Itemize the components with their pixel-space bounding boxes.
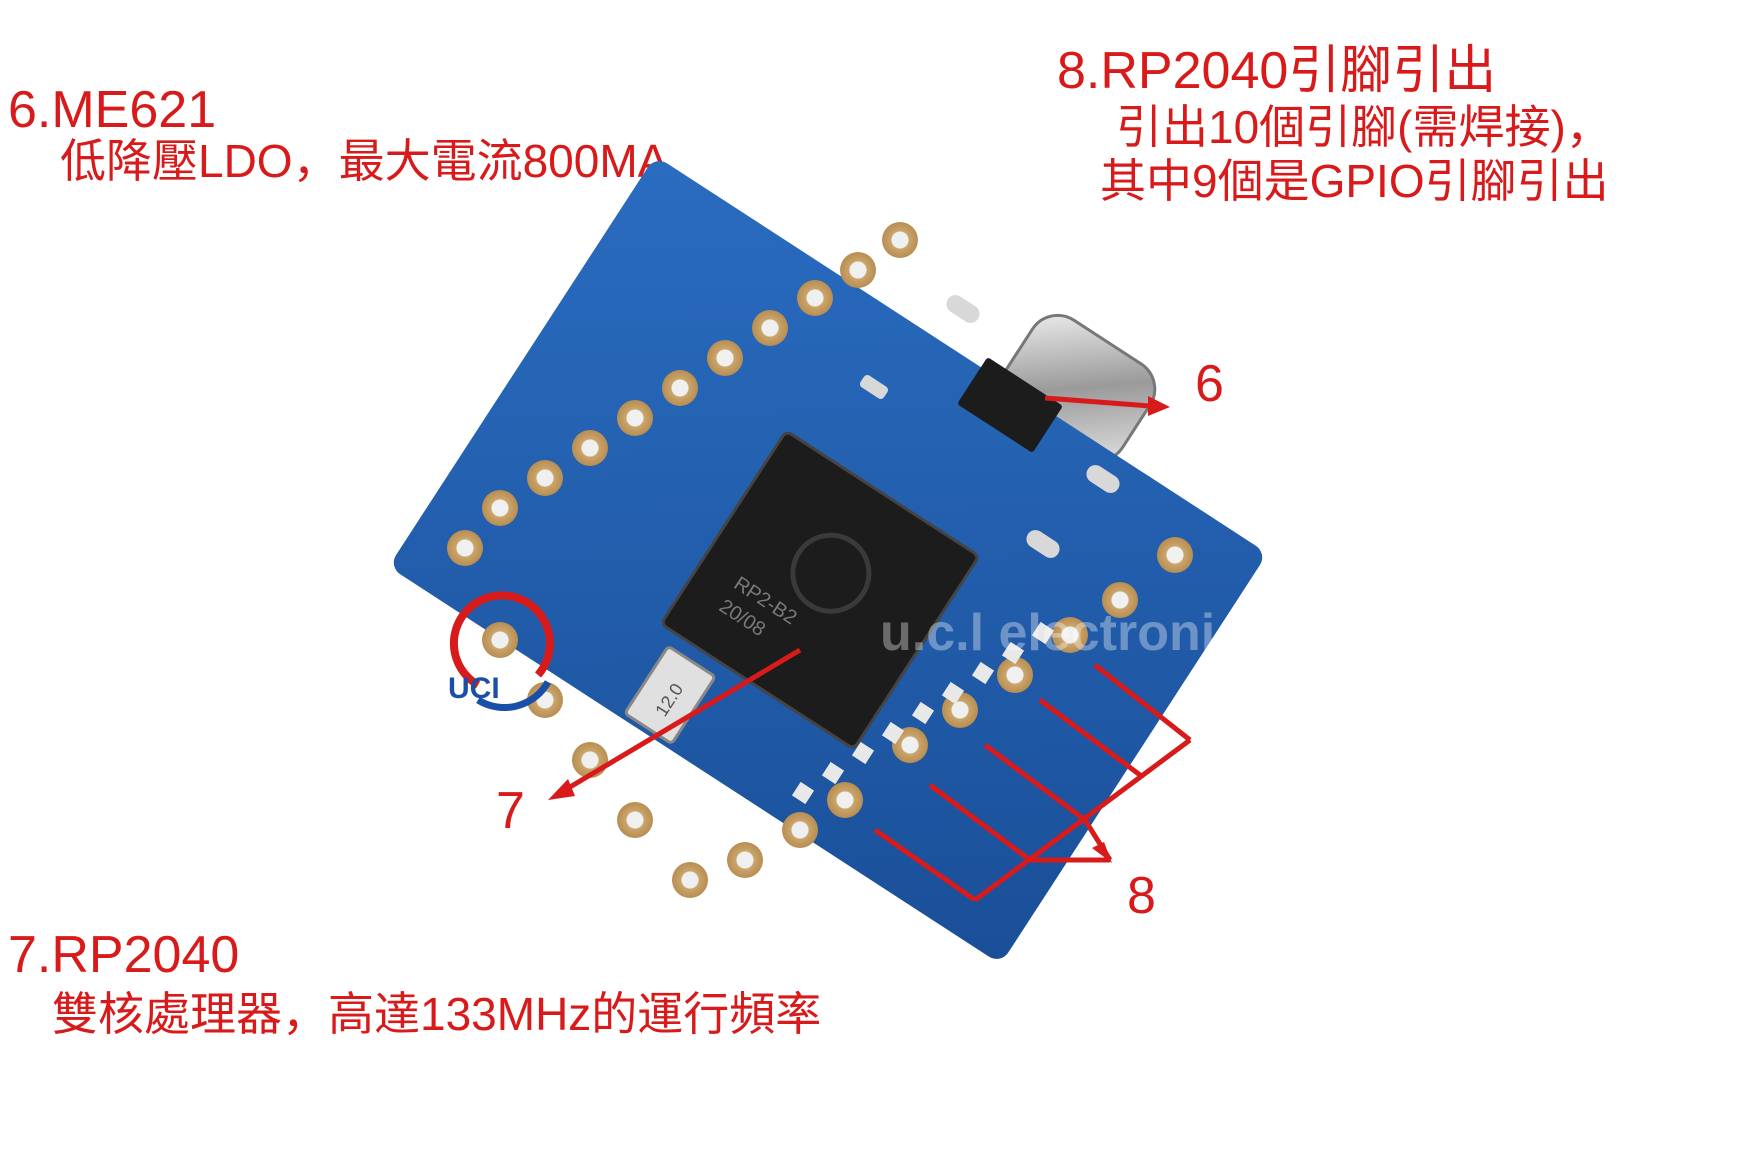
ldo-regulator <box>958 358 1062 452</box>
marker-8: 8 <box>1127 867 1156 925</box>
mcu-title: 7.RP2040 <box>8 926 240 984</box>
castellated-pads-bottom <box>727 537 1193 878</box>
crystal-oscillator: 12.0 <box>624 646 716 744</box>
rp2040-chip: RP2-B2 20/08 <box>661 431 979 749</box>
logo-text: UCI <box>448 672 500 705</box>
castellated-pads-top <box>447 222 918 566</box>
castellated-pads-left <box>482 622 708 898</box>
pins-title: 8.RP2040引腳引出 <box>1057 42 1497 100</box>
annotation-arrows <box>548 395 1192 903</box>
pins-description-line2: 其中9個是GPIO引腳引出 <box>1100 155 1609 207</box>
mcu-description: 雙核處理器，高達133MHz的運行頻率 <box>52 988 822 1040</box>
smd-pad-row <box>791 621 1055 805</box>
uci-logo: UCI <box>448 591 554 712</box>
passive-components <box>859 295 1120 558</box>
marker-7: 7 <box>496 782 525 840</box>
ldo-description: 低降壓LDO，最大電流800MA <box>60 135 669 187</box>
watermark: u.c.l electronic <box>880 604 1244 662</box>
marker-6: 6 <box>1195 355 1224 413</box>
ldo-title: 6.ME621 <box>8 81 217 139</box>
pins-description-line1: 引出10個引腳(需焊接)， <box>1116 101 1612 153</box>
